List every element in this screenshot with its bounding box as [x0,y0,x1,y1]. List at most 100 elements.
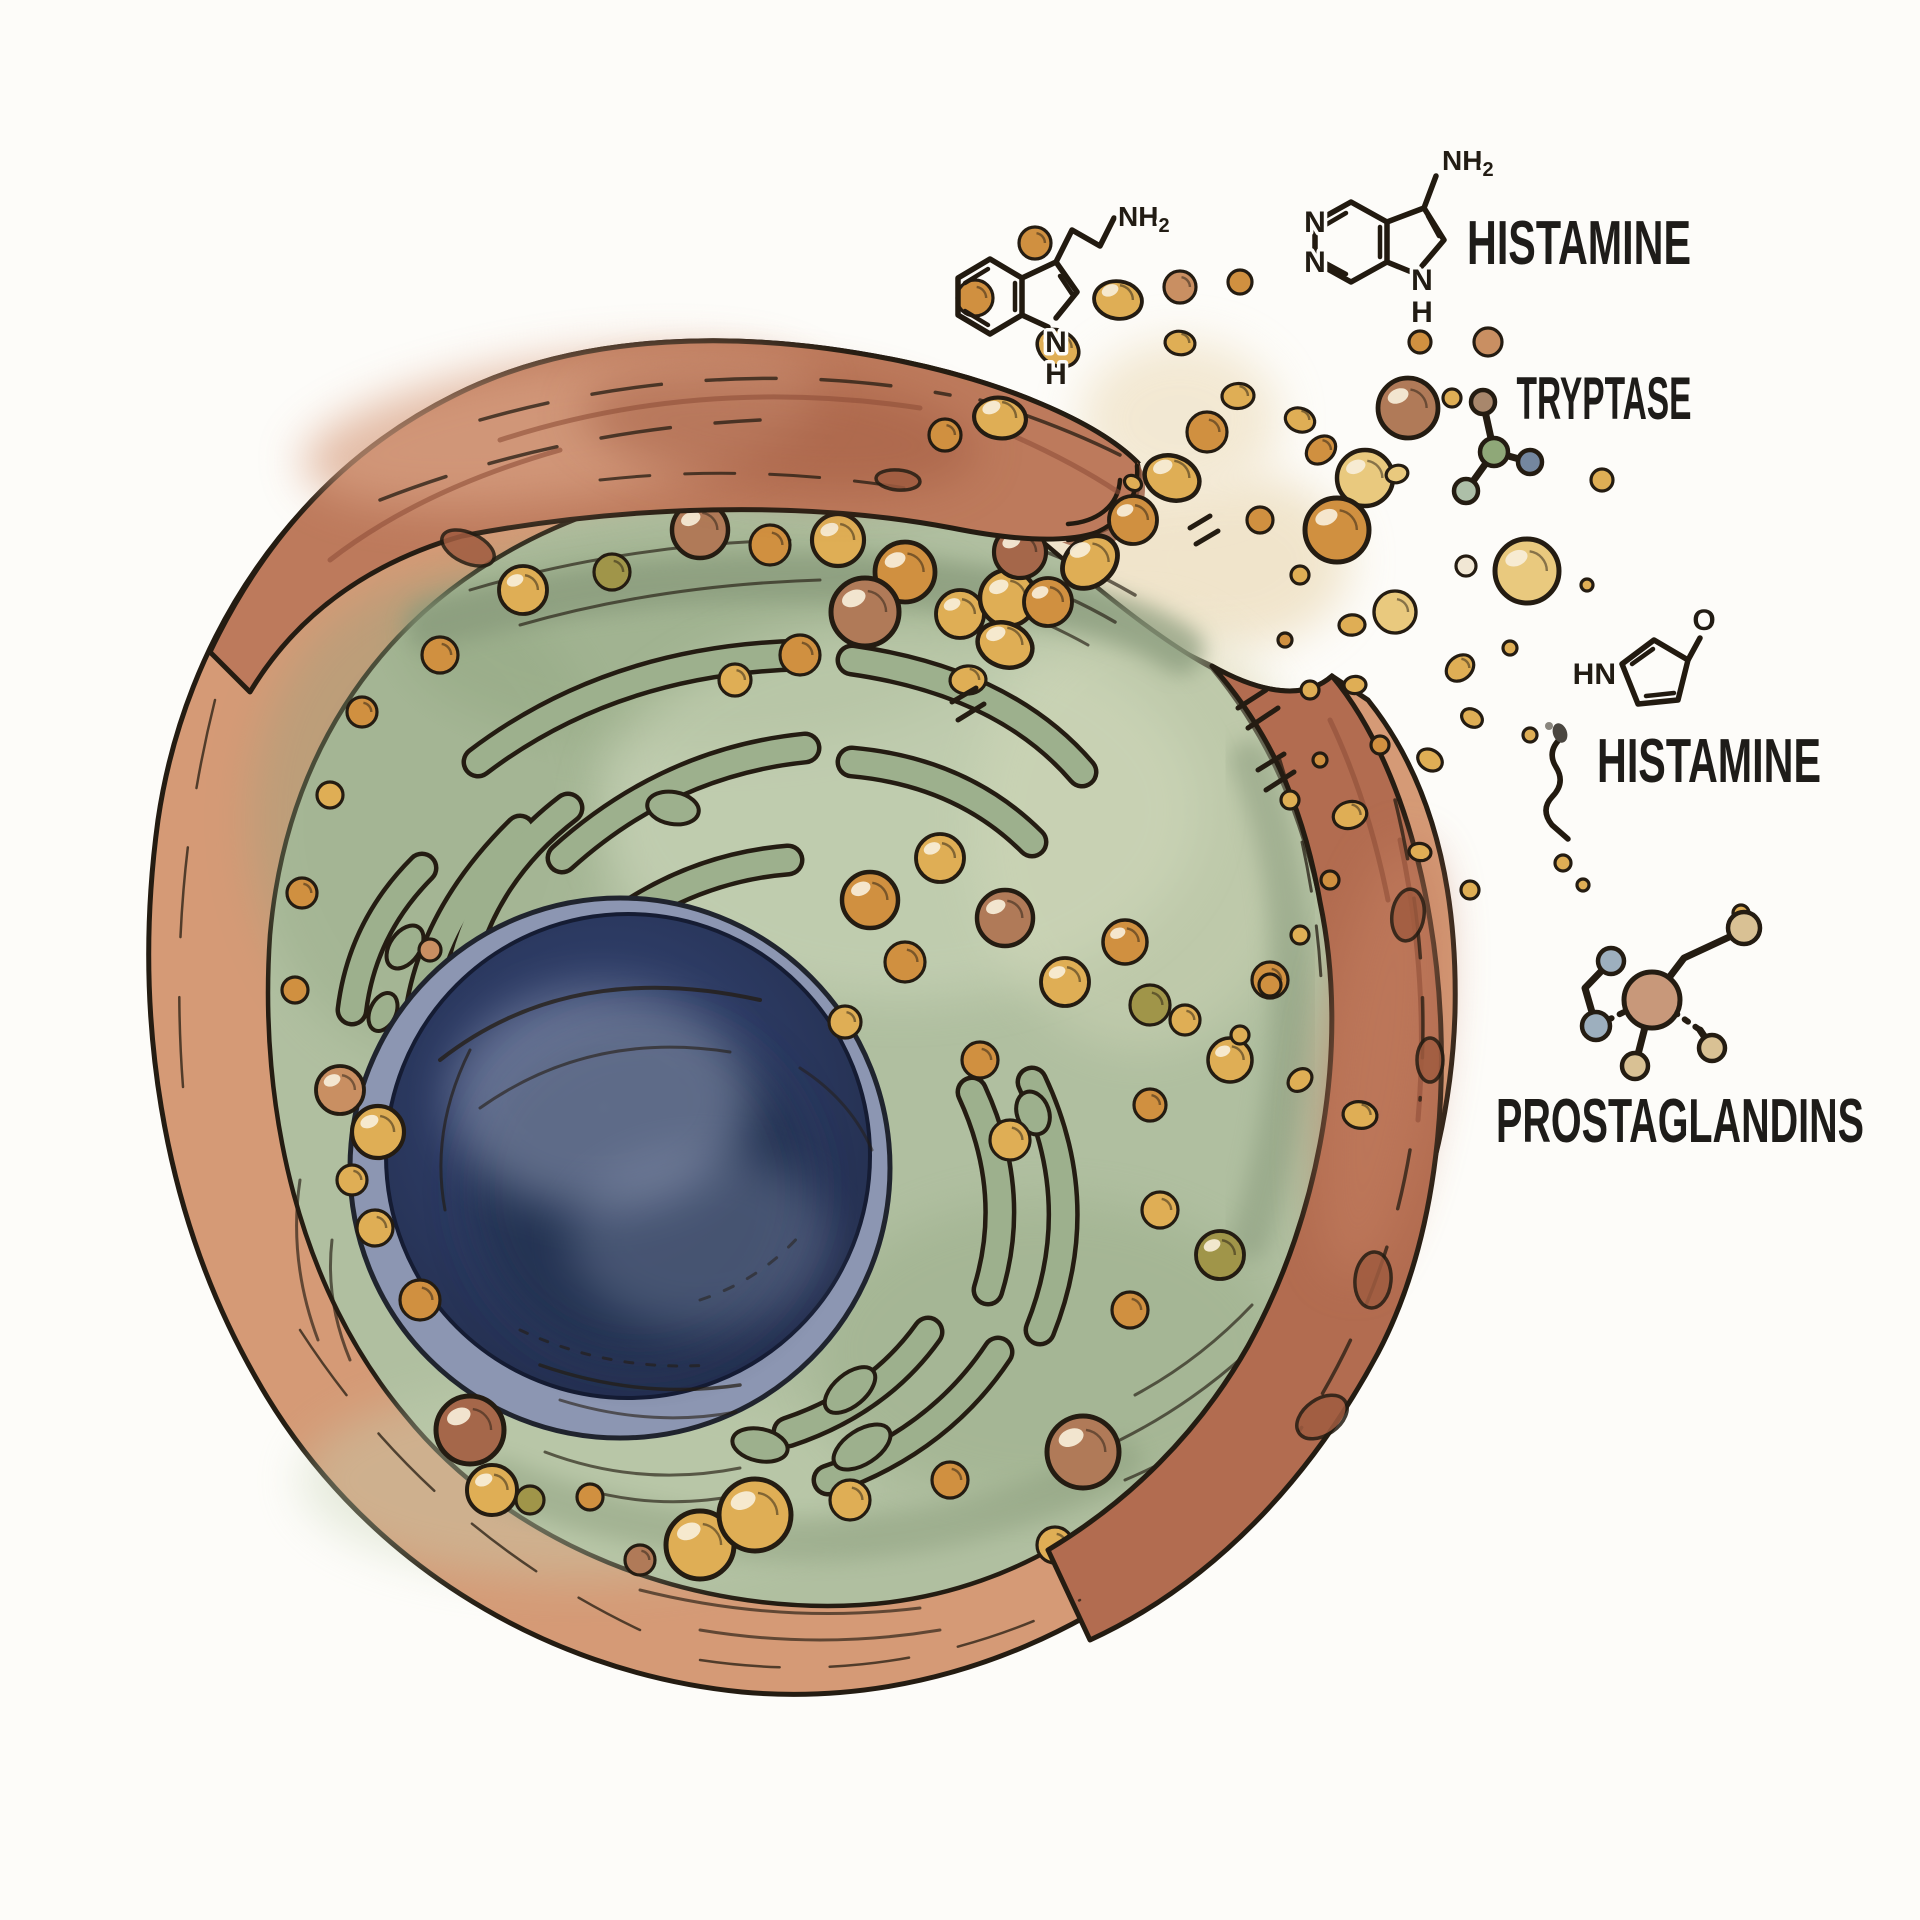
granule [960,1040,1000,1080]
granule [809,511,867,569]
granule [1226,268,1254,296]
granule [1369,734,1391,756]
granule [1194,1229,1246,1281]
pyrazine-n2-label: N [1304,246,1326,279]
indole-n-label: N [1045,326,1067,359]
granule [1375,375,1441,441]
granule [1472,326,1504,358]
pyrrolopyrazine-structure-icon: N N N H NH2 [1301,142,1497,333]
granule [1122,473,1144,493]
granule [349,1103,407,1161]
granule [972,395,1028,441]
membrane-spot [874,468,922,492]
granule [717,662,753,698]
er-vesicle [822,1365,878,1415]
granule [1035,327,1081,369]
granule [420,635,460,675]
granule [827,1004,863,1040]
label-prostaglandins: PROSTAGLANDINS [1496,1087,1864,1156]
granule [934,588,986,640]
er-vesicle [730,1426,790,1464]
granule [433,1393,507,1467]
granule [335,1163,369,1197]
pyrrolone-structure-icon: HN O [1569,601,1719,707]
granule [1220,381,1256,411]
released-granule-spray [927,225,1751,1130]
membrane-spot [1389,887,1427,943]
histamine-squiggle-icon [1543,722,1571,842]
granule-field [280,483,1290,1582]
granule [465,1463,519,1517]
granule [1132,1087,1168,1123]
granule [1342,674,1368,696]
granule [497,564,549,616]
granule [1022,576,1074,628]
granule [1163,329,1197,357]
granule [1384,463,1410,485]
granule [828,1478,872,1522]
membrane-spot [1295,1393,1349,1441]
er-vesicles [366,789,1052,1472]
granule [1492,536,1562,606]
granule [1101,918,1149,966]
granule [345,695,379,729]
granule [883,940,927,984]
oxygen-label: O [1692,604,1715,637]
label-tryptase: TRYPTASE [1517,365,1692,432]
granule [748,523,792,567]
granule [988,1118,1032,1162]
granule [1579,577,1595,593]
granule [1460,707,1484,729]
granule [1289,924,1311,946]
granule [398,1278,442,1322]
granule [914,832,966,884]
hn-label: HN [1573,658,1616,691]
label-histamine-mid: HISTAMINE [1597,727,1821,796]
granule [1168,1003,1202,1037]
granule [839,869,901,931]
granule [1441,387,1463,409]
granule [1454,554,1478,578]
granule [1142,453,1202,503]
granule [1289,564,1311,586]
membrane-spot [1353,1250,1393,1310]
granule [1128,983,1172,1027]
granule [975,620,1035,670]
membrane-spot [440,528,496,568]
amine-label: NH2 [1118,201,1170,237]
granule [1107,494,1159,546]
granule [1039,956,1091,1008]
er-vesicle [384,923,426,971]
granule [1501,639,1519,657]
granule [285,876,319,910]
granule [1575,877,1591,893]
granule [1304,434,1338,466]
granule [927,417,963,453]
granule [1407,841,1433,863]
pyrazine-n1-label: N [1304,206,1326,239]
membrane-spots [440,468,1445,1441]
granule [1229,1024,1251,1046]
granule [1206,1036,1254,1084]
granule [1553,853,1573,873]
label-histamine-top: HISTAMINE [1467,209,1691,278]
granule [592,552,632,592]
granule [1092,279,1144,321]
granule [1185,410,1229,454]
granule [314,1064,366,1116]
granule [1110,1290,1150,1330]
granule [280,975,310,1005]
granule [1276,631,1294,649]
motion-marks [949,513,1297,793]
granule [1286,1066,1314,1094]
granule [1407,329,1433,355]
granule [1017,225,1053,261]
granule [1416,747,1444,773]
granule [1331,799,1369,831]
granule [778,633,822,677]
granule [623,1543,657,1577]
granule [716,1476,794,1554]
granule [955,278,995,318]
